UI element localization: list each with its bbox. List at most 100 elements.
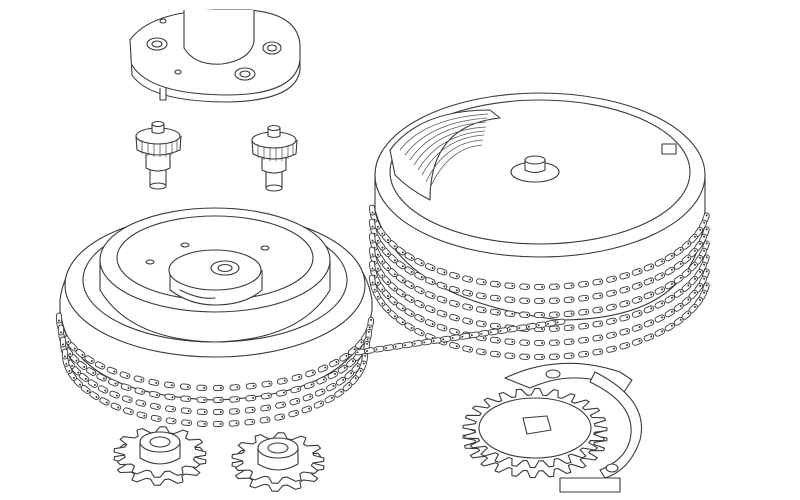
- chain-link: [99, 397, 110, 406]
- chain-link: [404, 252, 415, 261]
- chain-link: [548, 297, 560, 304]
- chain-link: [261, 380, 273, 388]
- chain-link: [506, 325, 518, 333]
- chain-link: [368, 218, 376, 230]
- chain-link: [519, 283, 531, 290]
- chain-link: [673, 288, 684, 298]
- chain-link: [631, 268, 643, 276]
- chain-link: [619, 342, 631, 350]
- chain-link: [563, 352, 575, 360]
- chain-link: [592, 348, 604, 356]
- chain-link: [436, 309, 448, 318]
- chain-link: [404, 308, 415, 317]
- chain-link: [462, 317, 473, 325]
- chain-link: [392, 342, 404, 350]
- chain-link: [654, 300, 665, 309]
- chain-link: [534, 311, 545, 319]
- chain-link: [260, 392, 272, 400]
- chain-link: [414, 285, 425, 295]
- chain-link: [548, 353, 560, 360]
- chain-link: [449, 334, 461, 342]
- chain-link: [149, 402, 161, 410]
- chain-link: [654, 286, 665, 295]
- chain-link: [578, 336, 590, 344]
- chain-link: [489, 350, 501, 358]
- chain-link: [324, 394, 335, 404]
- chain-link: [245, 394, 257, 402]
- chain-link: [149, 390, 161, 398]
- chain-link: [462, 289, 473, 297]
- chain-link: [404, 280, 415, 289]
- chain-link: [335, 376, 347, 386]
- chain-link: [459, 332, 471, 340]
- bridge-plate: [129, 9, 301, 103]
- chain-link: [228, 408, 240, 415]
- chain-link: [592, 278, 604, 286]
- chain-link: [96, 373, 107, 382]
- chain-link: [326, 382, 337, 392]
- chain-link: [196, 420, 208, 427]
- chain-link: [516, 324, 528, 332]
- chain-link: [489, 294, 501, 302]
- chain-link: [84, 355, 95, 364]
- chain-link: [327, 370, 338, 380]
- chain-link: [414, 327, 425, 337]
- chain-link: [120, 383, 132, 391]
- chain-link: [260, 404, 272, 412]
- chain-link: [534, 353, 545, 361]
- chain-link: [301, 405, 313, 414]
- chain-link: [196, 384, 208, 391]
- chain-link: [196, 408, 208, 415]
- chain-link: [449, 327, 460, 336]
- chain-link: [673, 274, 684, 284]
- chain-link: [425, 291, 436, 300]
- barrel-chain-wraps: [368, 204, 710, 361]
- chain-link: [436, 267, 448, 276]
- chain-link: [364, 347, 375, 355]
- chain-link: [329, 358, 340, 368]
- chain-link: [643, 263, 655, 272]
- chain-link: [302, 393, 314, 402]
- chain-link: [475, 306, 487, 314]
- chain-link: [165, 405, 176, 413]
- chain-link: [554, 318, 566, 326]
- chain-link: [229, 396, 241, 403]
- chain-link: [245, 382, 257, 390]
- chain-link: [212, 384, 224, 392]
- chain-link: [475, 278, 487, 286]
- chain-link: [519, 353, 531, 360]
- chain-link: [276, 377, 288, 385]
- chain-link: [86, 367, 97, 376]
- chain-link: [404, 266, 415, 275]
- fusee-chain-wraps: [55, 312, 375, 428]
- chain-link: [430, 337, 442, 345]
- chain-link: [436, 281, 448, 290]
- chain-link: [487, 328, 499, 336]
- chain-link: [462, 303, 473, 311]
- chain-link: [449, 341, 460, 350]
- chain-link: [606, 317, 617, 325]
- chain-link: [106, 366, 118, 375]
- chain-link: [519, 339, 531, 346]
- chain-link: [578, 280, 590, 288]
- chain-link: [303, 381, 315, 390]
- chain-link: [313, 400, 325, 409]
- chain-link: [462, 275, 473, 283]
- chain-link: [291, 373, 303, 382]
- chain-link: [346, 358, 356, 368]
- chain-link: [289, 397, 301, 406]
- chain-link: [475, 292, 487, 300]
- chain-link: [475, 320, 487, 328]
- fusee-cone: [55, 207, 375, 428]
- chain-link: [368, 204, 376, 216]
- chain-link: [110, 402, 122, 411]
- chain-link: [61, 348, 69, 360]
- chain-link: [519, 297, 531, 304]
- chain-link: [534, 283, 545, 291]
- chain-link: [121, 395, 133, 403]
- chain-link: [673, 302, 684, 312]
- chain-link: [619, 300, 631, 308]
- chain-link: [229, 384, 241, 391]
- chain-link: [305, 369, 316, 378]
- chain-link: [368, 274, 376, 286]
